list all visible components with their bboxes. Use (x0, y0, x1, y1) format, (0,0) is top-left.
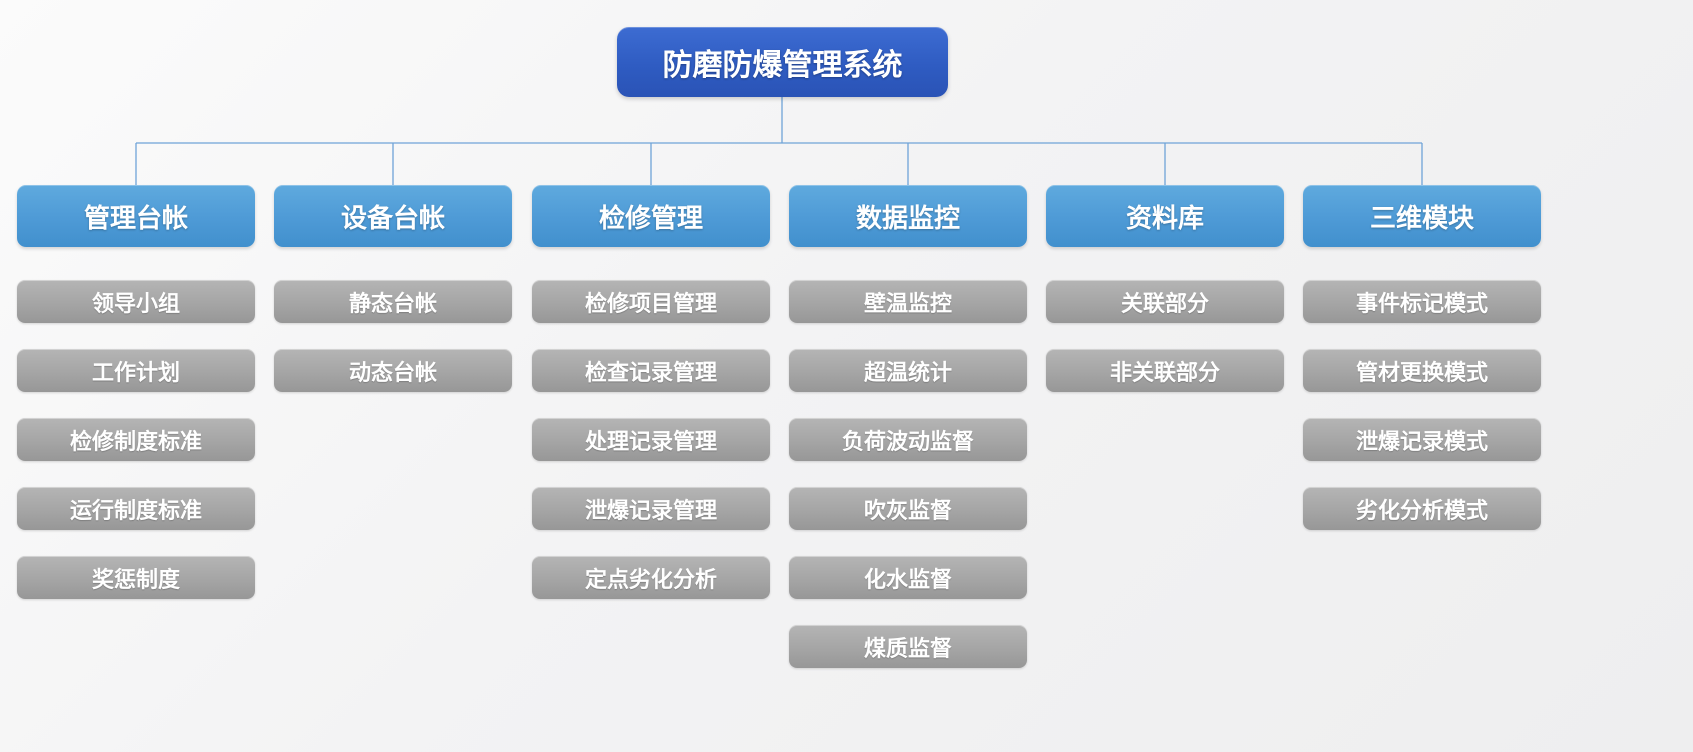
child-node: 定点劣化分析 (532, 556, 770, 599)
child-node: 煤质监督 (789, 625, 1027, 668)
child-node: 化水监督 (789, 556, 1027, 599)
child-node-label: 关联部分 (1120, 290, 1209, 316)
child-node: 静态台帐 (274, 280, 512, 323)
branch-node-label: 资料库 (1125, 202, 1204, 233)
child-node: 泄爆记录管理 (532, 487, 770, 530)
child-node-label: 泄爆记录模式 (1355, 428, 1488, 454)
child-node-label: 化水监督 (863, 566, 952, 592)
child-node: 吹灰监督 (789, 487, 1027, 530)
child-node-label: 检查记录管理 (584, 359, 717, 385)
branch-node-data-monitoring: 数据监控 (789, 185, 1027, 247)
branch-node-maintenance-management: 检修管理 (532, 185, 770, 247)
child-node-label: 泄爆记录管理 (584, 497, 717, 523)
child-node: 运行制度标准 (17, 487, 255, 530)
child-node: 壁温监控 (789, 280, 1027, 323)
child-node-label: 煤质监督 (863, 635, 952, 661)
child-node-label: 运行制度标准 (69, 497, 202, 523)
child-node-label: 劣化分析模式 (1355, 497, 1488, 523)
branch-node-label: 三维模块 (1369, 202, 1474, 233)
child-node: 关联部分 (1046, 280, 1284, 323)
child-node: 超温统计 (789, 349, 1027, 392)
child-node: 动态台帐 (274, 349, 512, 392)
child-node-label: 检修项目管理 (584, 290, 717, 316)
child-node: 检查记录管理 (532, 349, 770, 392)
child-node-label: 静态台帐 (348, 290, 437, 316)
child-node: 处理记录管理 (532, 418, 770, 461)
child-node-label: 动态台帐 (348, 359, 437, 385)
child-node: 奖惩制度 (17, 556, 255, 599)
child-node-label: 定点劣化分析 (584, 566, 717, 592)
child-node: 领导小组 (17, 280, 255, 323)
child-node: 非关联部分 (1046, 349, 1284, 392)
branch-node-3d-module: 三维模块 (1303, 185, 1541, 247)
child-node-label: 工作计划 (91, 359, 180, 385)
root-node: 防磨防爆管理系统 (617, 27, 948, 97)
child-node-label: 负荷波动监督 (841, 428, 974, 454)
child-node: 事件标记模式 (1303, 280, 1541, 323)
child-node-label: 壁温监控 (863, 290, 952, 316)
branch-node-management-ledger: 管理台帐 (17, 185, 255, 247)
branch-node-repository: 资料库 (1046, 185, 1284, 247)
branch-node-label: 管理台帐 (83, 202, 188, 233)
child-node-label: 超温统计 (863, 359, 952, 385)
child-node: 工作计划 (17, 349, 255, 392)
child-node-label: 领导小组 (91, 290, 180, 316)
child-node: 检修制度标准 (17, 418, 255, 461)
child-node-label: 处理记录管理 (584, 428, 717, 454)
child-node-label: 事件标记模式 (1355, 290, 1488, 316)
branch-node-label: 检修管理 (598, 202, 703, 233)
child-node: 负荷波动监督 (789, 418, 1027, 461)
branch-node-label: 设备台帐 (340, 202, 445, 233)
child-node-label: 奖惩制度 (91, 566, 180, 592)
branch-node-equipment-ledger: 设备台帐 (274, 185, 512, 247)
child-node: 检修项目管理 (532, 280, 770, 323)
root-node-label: 防磨防爆管理系统 (662, 49, 903, 82)
child-node: 劣化分析模式 (1303, 487, 1541, 530)
child-node-label: 非关联部分 (1109, 359, 1220, 385)
child-node-label: 管材更换模式 (1355, 359, 1488, 385)
child-node: 管材更换模式 (1303, 349, 1541, 392)
child-node: 泄爆记录模式 (1303, 418, 1541, 461)
child-node-label: 检修制度标准 (69, 428, 202, 454)
child-node-label: 吹灰监督 (863, 497, 952, 523)
branch-node-label: 数据监控 (855, 202, 960, 233)
